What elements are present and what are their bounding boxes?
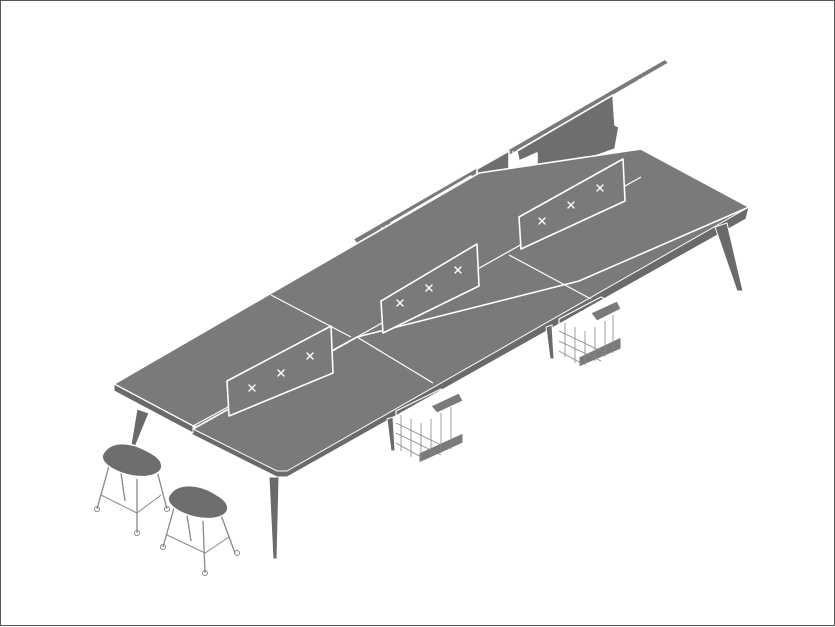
wire-baskets [395, 296, 622, 464]
desk-seam-3 [508, 254, 592, 300]
leg-back-left [130, 408, 150, 448]
wire-basket-2 [558, 296, 622, 368]
x-mark [306, 352, 314, 360]
stool-2 [160, 485, 240, 576]
stool-leg [186, 514, 192, 542]
leg-mid-1 [386, 416, 396, 452]
overhead-rail [352, 58, 670, 245]
desk-edge-front [190, 205, 750, 478]
stool-leg [156, 470, 168, 510]
divider-panel-left [226, 325, 334, 417]
stool-leg [202, 520, 206, 574]
stool-leg [162, 507, 175, 548]
desk-legs [130, 222, 744, 560]
x-mark [277, 369, 285, 377]
x-mark [538, 217, 546, 225]
stool-1 [94, 443, 170, 536]
leg-mid-2 [545, 324, 555, 360]
desk-dividers [226, 158, 626, 417]
leg-back-right [714, 222, 744, 292]
stool-leg [96, 465, 110, 510]
wire-basket-1 [395, 388, 464, 464]
stool-seat [101, 443, 163, 478]
desk-seam-2 [356, 336, 434, 384]
stool-leg [220, 514, 236, 554]
x-mark [567, 201, 575, 209]
leg-front-left [268, 476, 280, 560]
stool-leg [120, 472, 126, 502]
x-mark [596, 184, 604, 192]
x-mark [454, 266, 462, 274]
x-mark [396, 299, 404, 307]
stool-seat [167, 485, 229, 520]
x-mark [248, 384, 256, 392]
x-mark [425, 284, 433, 292]
desk-seam-1 [270, 294, 352, 338]
desk-edge-left [113, 383, 194, 434]
